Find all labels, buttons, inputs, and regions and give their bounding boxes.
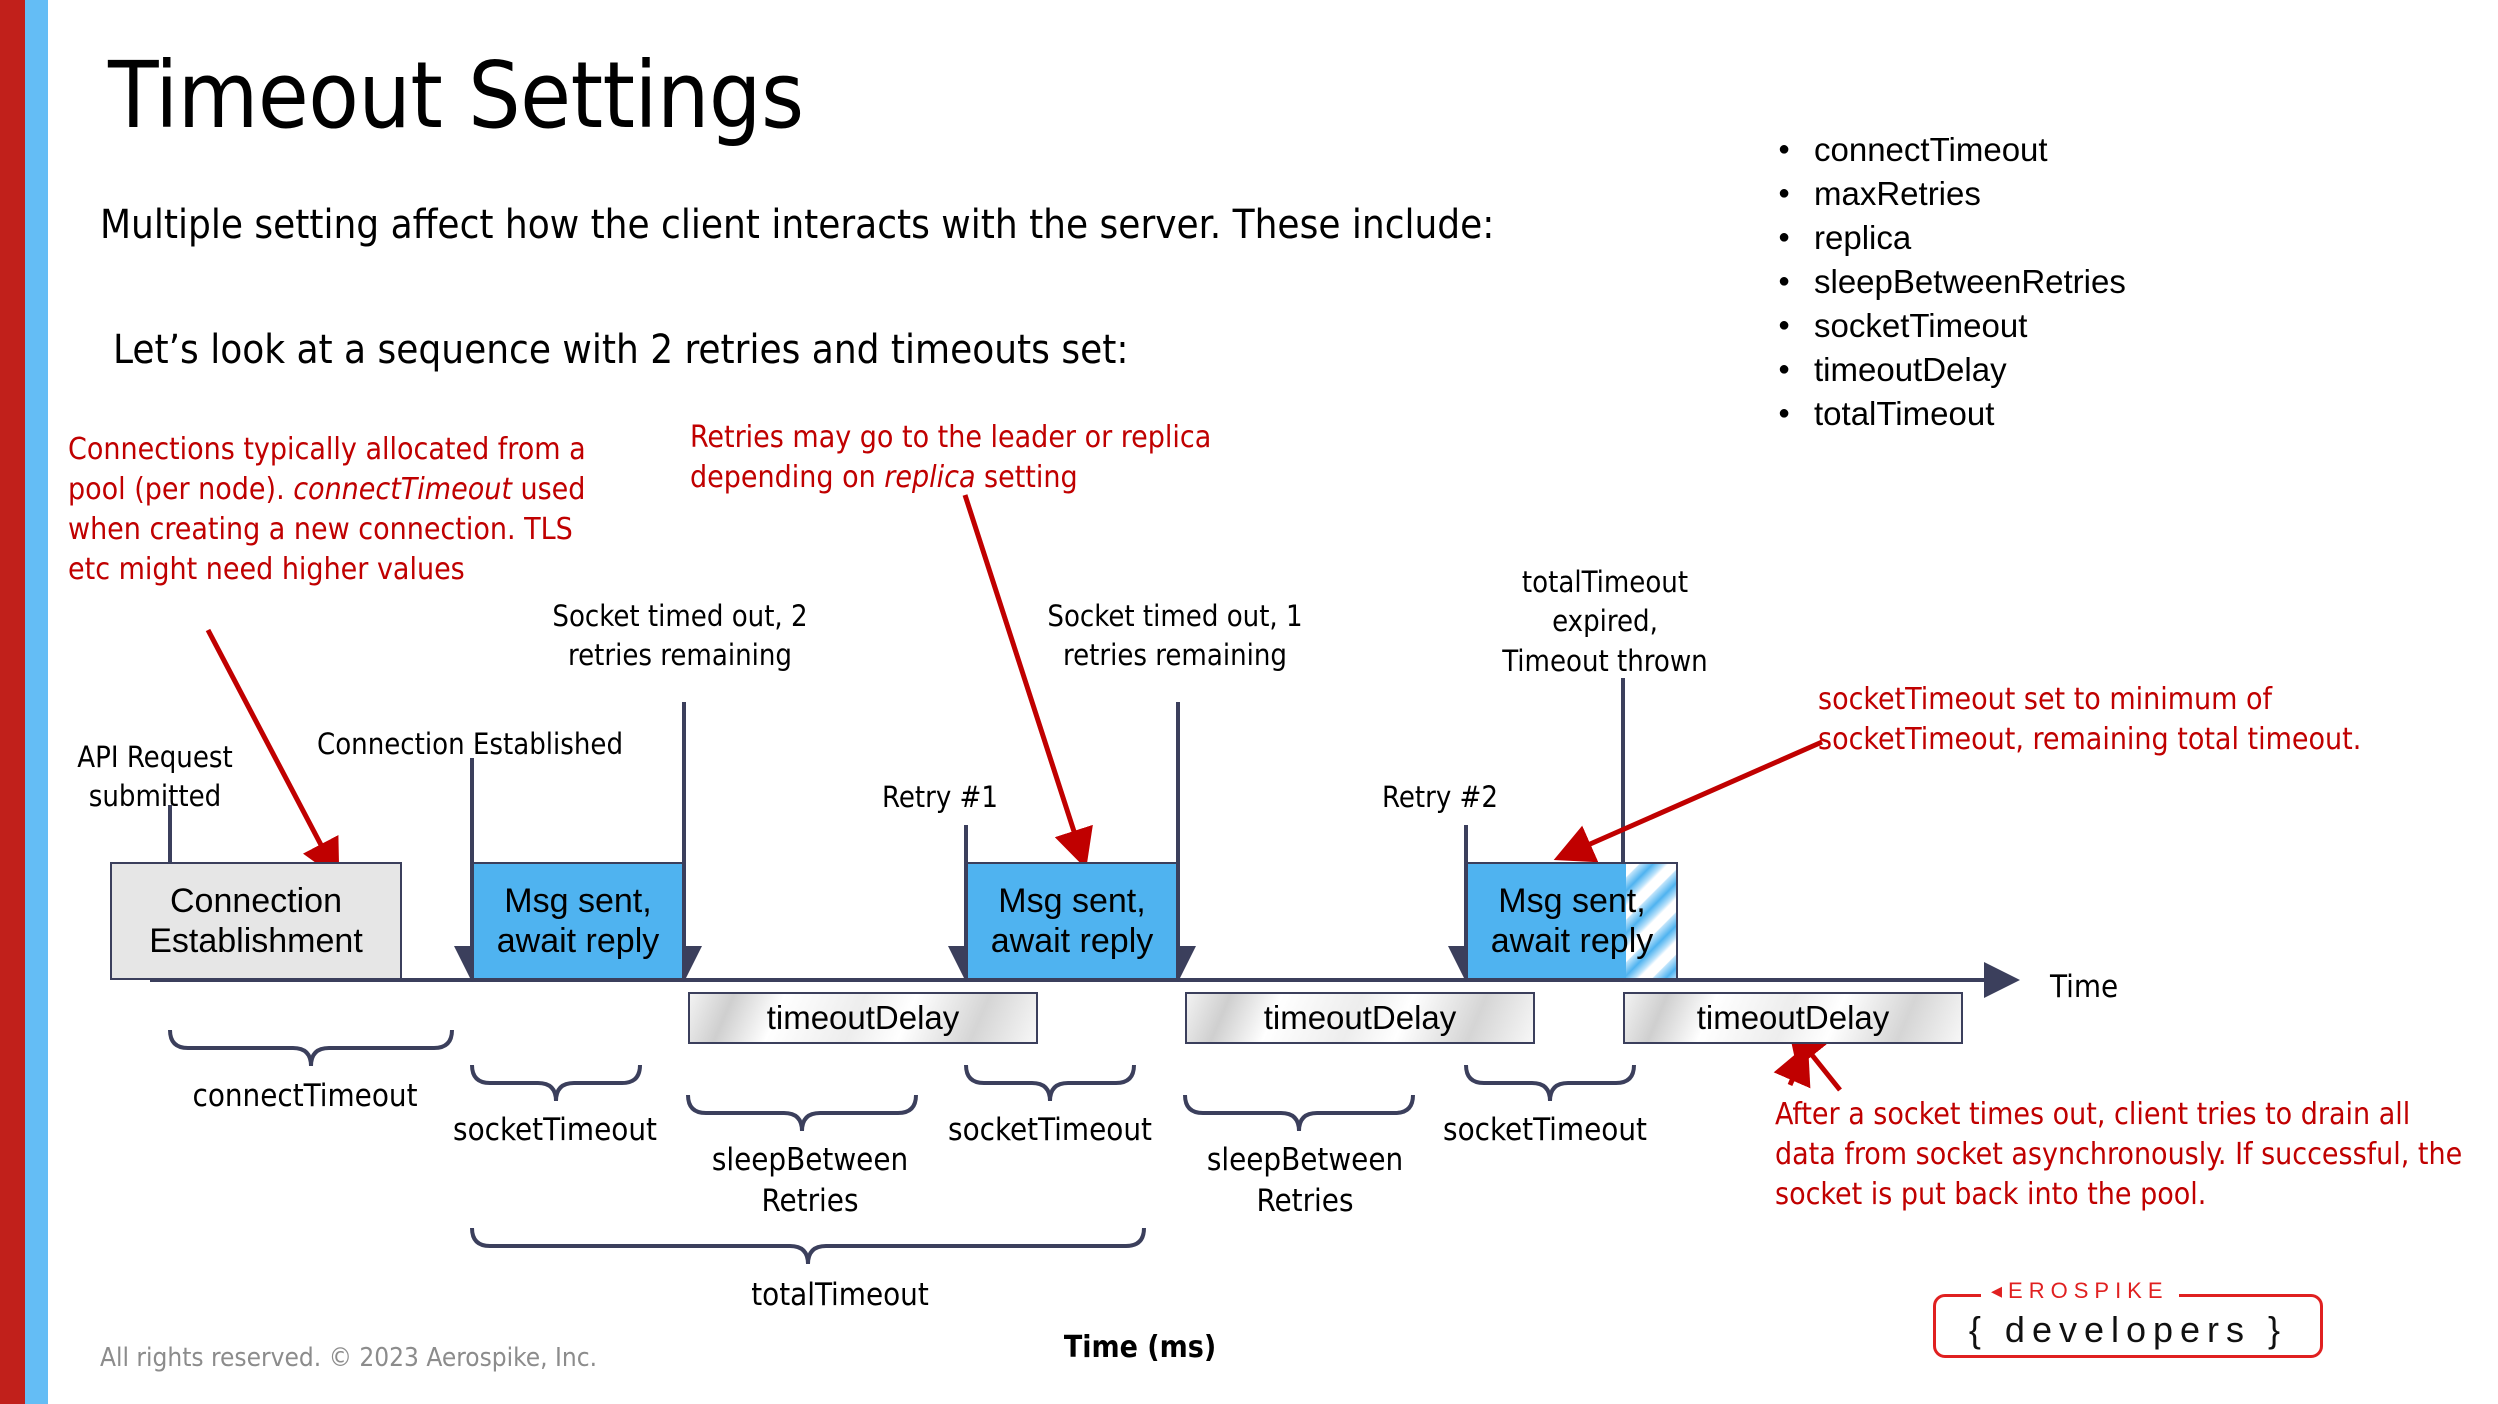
annotation-retries-replica: Retries may go to the leader or replica … (690, 418, 1250, 498)
annotation-connect-timeout: Connections typically allocated from a p… (68, 430, 608, 590)
slide-subtitle: Multiple setting affect how the client i… (100, 202, 1495, 248)
page-title: Timeout Settings (108, 42, 804, 149)
annotation-text-run: After a socket times out, client tries t… (1775, 1097, 2463, 1212)
logo-developers-text: { developers } (1968, 1309, 2288, 1350)
label-retry-1: Retry #1 (882, 780, 998, 814)
x-axis-title: Time (ms) (1063, 1330, 1217, 1365)
brace-label-connect-timeout: connectTimeout (192, 1078, 418, 1114)
annotation-socket-drain: After a socket times out, client tries t… (1775, 1095, 2475, 1215)
timeline-bar-label: Msg sent, await reply (990, 881, 1154, 960)
annotation-text-run: socketTimeout set to minimum of socketTi… (1818, 682, 2362, 757)
timeline-bar-connection-establishment: Connection Establishment (110, 862, 402, 980)
bar-drain-stripes (1626, 864, 1676, 978)
label-total-timeout-expired: totalTimeout expired, Timeout thrown (1502, 565, 1708, 678)
timeline-bar-msg-sent-1: Msg sent, await reply (472, 862, 684, 980)
bullet-item: replica (1770, 215, 2126, 260)
slide-subtitle-2: Let’s look at a sequence with 2 retries … (113, 327, 1129, 373)
timeline-bar-label: Msg sent, await reply (1490, 881, 1654, 960)
annotation-socket-timeout-min: socketTimeout set to minimum of socketTi… (1818, 680, 2398, 760)
annotation-text-run: setting (975, 459, 1078, 495)
timeout-delay-box: timeoutDelay (1185, 992, 1535, 1044)
timeout-delay-label: timeoutDelay (1696, 999, 1890, 1036)
annotation-text-run: replica (884, 459, 976, 495)
brace-label-sleep-between-retries-1: sleepBetween Retries (711, 1142, 909, 1220)
bullet-item: timeoutDelay (1770, 347, 2126, 392)
annotation-text-run: used when creating a new connection. TLS… (68, 471, 586, 587)
timeline-bar-label: Msg sent, await reply (496, 881, 660, 960)
timeout-delay-box: timeoutDelay (688, 992, 1038, 1044)
logo-aerospike-text: ◂EROSPIKE (1981, 1278, 2179, 1304)
bullet-item: socketTimeout (1770, 303, 2126, 348)
annotation-text-run: Connections typically allocated from a p… (68, 432, 586, 507)
timeline-bar-label: Connection Establishment (149, 881, 363, 960)
bullet-item: sleepBetweenRetries (1770, 259, 2126, 304)
bullet-item: maxRetries (1770, 171, 2126, 216)
label-socket-timed-out-2: Socket timed out, 2 retries remaining (552, 599, 808, 673)
timeline-bar-msg-sent-3: Msg sent, await reply (1466, 862, 1678, 980)
copyright-footer: All rights reserved. © 2023 Aerospike, I… (100, 1343, 598, 1373)
annotation-text-run: Retries may go to the leader or replica … (690, 420, 1212, 495)
brace-label-socket-timeout-1: socketTimeout (453, 1112, 657, 1148)
annotation-text-run: connectTimeout (293, 471, 512, 507)
bullet-item: totalTimeout (1770, 391, 2126, 436)
left-accent-stripe-blue (25, 0, 48, 1404)
bullet-item: connectTimeout (1770, 127, 2126, 172)
brace-label-sleep-between-retries-2: sleepBetween Retries (1206, 1142, 1404, 1220)
timeline-bar-msg-sent-2: Msg sent, await reply (966, 862, 1178, 980)
logo-arrow-icon: ◂ (1991, 1278, 2009, 1303)
brace-label-socket-timeout-3: socketTimeout (1443, 1112, 1647, 1148)
label-connection-established: Connection Established (316, 727, 624, 761)
settings-bullet-list: connectTimeoutmaxRetriesreplicasleepBetw… (1770, 127, 2126, 436)
label-api-request: API Request submitted (77, 740, 233, 814)
label-socket-timed-out-1: Socket timed out, 1 retries remaining (1047, 599, 1303, 673)
label-retry-2: Retry #2 (1382, 780, 1498, 814)
left-accent-stripe-red (0, 0, 25, 1404)
brace-label-total-timeout: totalTimeout (751, 1277, 929, 1313)
logo-top-label: EROSPIKE (2008, 1278, 2169, 1303)
timeout-delay-label: timeoutDelay (766, 999, 960, 1036)
brace-label-socket-timeout-2: socketTimeout (948, 1112, 1152, 1148)
timeout-delay-label: timeoutDelay (1263, 999, 1457, 1036)
label-time-axis: Time (2050, 969, 2119, 1005)
aerospike-developers-logo: ◂EROSPIKE { developers } (1933, 1278, 2323, 1358)
timeout-delay-box: timeoutDelay (1623, 992, 1963, 1044)
